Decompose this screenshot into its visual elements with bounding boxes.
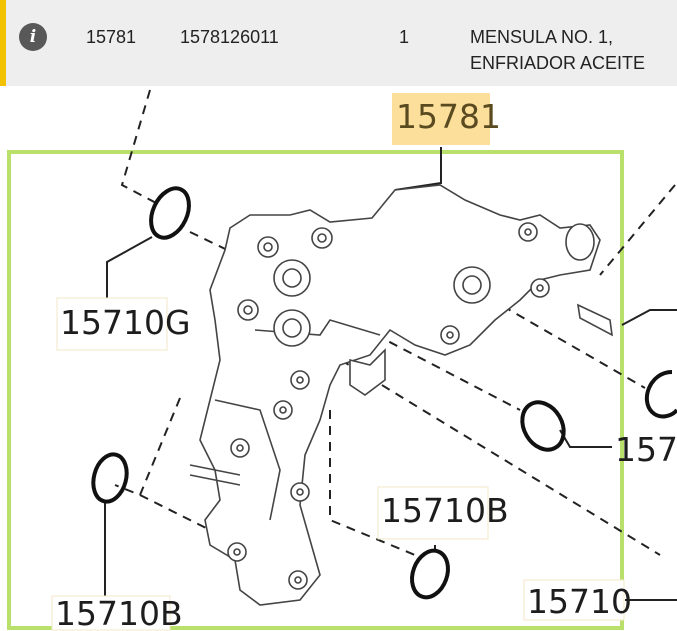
part-number: 1578126011 xyxy=(180,27,279,47)
label-box-15710-partial xyxy=(523,579,625,621)
highlight-frame xyxy=(7,150,624,630)
o-ring-15710g xyxy=(149,186,191,240)
label-box-15710g xyxy=(56,297,168,351)
o-ring-left xyxy=(91,452,129,504)
label-15710b-left: 15710B xyxy=(55,594,183,631)
label-15710g: 15710G xyxy=(60,303,191,342)
part-info-row[interactable]: i 15781 1578126011 1 MENSULA NO. 1, ENFR… xyxy=(0,0,677,86)
label-box-15710b-center xyxy=(377,486,489,540)
part-description: MENSULA NO. 1, ENFRIADOR ACEITE xyxy=(470,24,645,76)
solid-leaders xyxy=(104,147,677,601)
label-15781: 15781 xyxy=(396,97,501,136)
label-15710b-center: 15710B xyxy=(381,491,509,530)
o-ring-bottom xyxy=(410,548,450,600)
callout-number: 15781 xyxy=(86,27,137,47)
o-rings xyxy=(91,186,677,600)
bosses xyxy=(227,222,613,590)
description-line-1: MENSULA NO. 1, xyxy=(470,27,614,47)
bracket-drawing xyxy=(189,184,601,606)
o-ring-center xyxy=(520,400,566,452)
label-15710-partial: 15710 xyxy=(527,582,632,621)
o-ring-right-partial xyxy=(644,370,677,419)
main-label-highlight xyxy=(392,93,490,145)
label-box-15710b-left xyxy=(51,595,171,631)
label-157-partial: 157 xyxy=(615,430,677,469)
description-line-2: ENFRIADOR ACEITE xyxy=(470,53,646,73)
parts-diagram: 15781 15710G 15710B 15710B 157 15710 xyxy=(0,86,677,631)
quantity: 1 xyxy=(399,27,410,47)
info-icon[interactable]: i xyxy=(19,23,47,51)
